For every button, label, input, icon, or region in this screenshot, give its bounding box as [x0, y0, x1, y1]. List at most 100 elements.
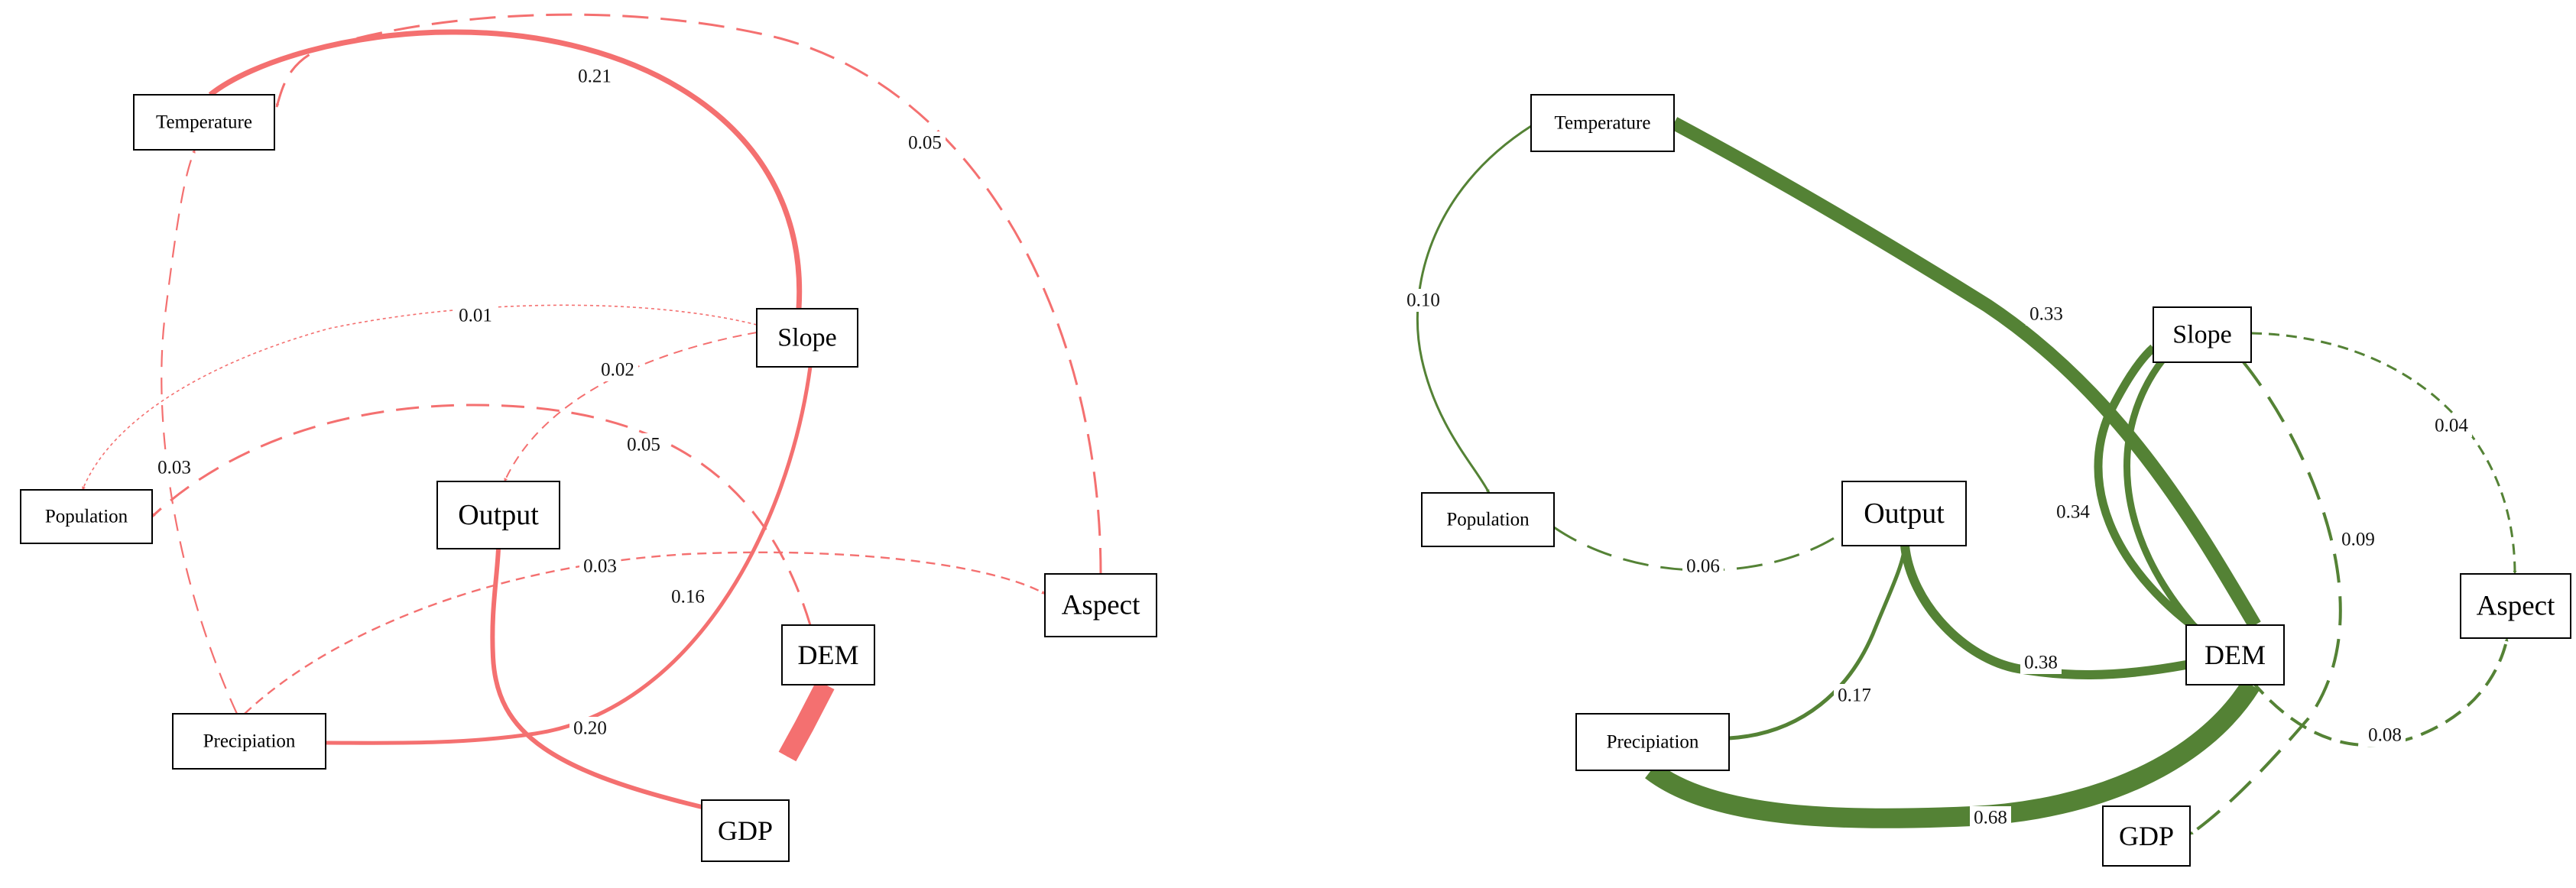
svg-text:0.09: 0.09 — [2341, 530, 2375, 550]
edge-line — [1728, 545, 1907, 741]
edge-line — [161, 149, 238, 715]
edge-line — [2123, 357, 2205, 637]
edge-value-label: 0.20 — [569, 717, 611, 740]
edge-line — [1900, 545, 2188, 680]
node-box — [2102, 805, 2191, 867]
node-box — [1841, 481, 1967, 546]
node-label: Slope — [2172, 321, 2231, 349]
edge-line — [504, 332, 758, 482]
edge-labels-layer: 0.21 0.05 0.01 0.02 0.05 0.03 0.03 0.16 0.20 0.10… — [154, 65, 2472, 829]
left-node-precipitation: Precipiation — [172, 713, 326, 770]
left-node-aspect: Aspect — [1044, 573, 1157, 637]
edge-value-label: 0.03 — [579, 555, 621, 578]
node-label: GDP — [718, 815, 773, 846]
right-edge-slope-aspect — [2250, 332, 2517, 575]
edge-line — [2250, 332, 2517, 575]
svg-text:0.16: 0.16 — [671, 587, 705, 608]
edges-layer — [82, 13, 2517, 836]
right-edge-slope-dem — [2123, 357, 2205, 637]
right-node-slope: Slope — [2153, 306, 2252, 363]
edge-value-label: 0.05 — [623, 433, 664, 456]
node-box — [2185, 624, 2285, 685]
edge-line — [275, 13, 1102, 575]
node-label: Population — [1446, 510, 1530, 530]
node-box — [172, 713, 326, 770]
svg-text:0.21: 0.21 — [578, 66, 612, 87]
left-node-dem: DEM — [781, 624, 875, 685]
edge-line — [490, 548, 715, 812]
left-edge-gdp-output — [490, 548, 715, 812]
left-node-output: Output — [436, 481, 560, 549]
svg-text:0.06: 0.06 — [1686, 556, 1720, 577]
edge-value-label: 0.34 — [2052, 501, 2094, 523]
right-node-aspect: Aspect — [2460, 573, 2571, 639]
node-label: Temperature — [156, 112, 252, 133]
svg-text:0.02: 0.02 — [601, 360, 634, 381]
left-node-temperature: Temperature — [133, 94, 275, 151]
svg-text:0.20: 0.20 — [573, 718, 607, 739]
node-label: Precipiation — [1607, 732, 1699, 753]
svg-text:0.10: 0.10 — [1406, 290, 1440, 311]
right-edge-slope-gdp — [2188, 361, 2342, 836]
edge-value-label: 0.10 — [1403, 289, 1444, 312]
edge-line — [2094, 344, 2203, 635]
left-edge-dem-population — [151, 403, 812, 626]
edge-value-label: 0.08 — [2364, 724, 2406, 747]
svg-text:0.04: 0.04 — [2435, 416, 2468, 436]
svg-text:0.05: 0.05 — [908, 133, 942, 154]
left-node-gdp: GDP — [701, 799, 790, 862]
node-box — [781, 624, 875, 685]
node-box — [20, 489, 153, 544]
node-box — [1530, 94, 1675, 152]
left-edge-slope-output — [504, 332, 758, 482]
edge-value-label: 0.16 — [667, 585, 709, 608]
edge-value-label: 0.05 — [904, 131, 946, 154]
edge-value-label: 0.21 — [574, 65, 615, 88]
edge-value-label: 0.09 — [2338, 528, 2379, 551]
left-edge-slope-population — [82, 304, 758, 491]
node-label: GDP — [2119, 821, 2174, 851]
edge-value-label: 0.01 — [455, 304, 496, 327]
right-edge-dem-slope — [2094, 344, 2203, 635]
svg-text:0.33: 0.33 — [2029, 304, 2063, 325]
left-diagram — [82, 13, 1102, 812]
left-edge-precipitation-temperature — [161, 149, 238, 715]
edge-line — [244, 551, 1046, 715]
left-edge-dem-gdp — [778, 680, 835, 762]
right-diagram — [1416, 117, 2517, 836]
node-label: DEM — [2205, 640, 2266, 670]
edge-line — [82, 304, 758, 491]
edge-line — [208, 29, 803, 310]
right-edge-dem-temperature — [1670, 117, 2261, 629]
edge-value-label: 0.17 — [1834, 684, 1875, 707]
svg-text:0.38: 0.38 — [2024, 653, 2058, 673]
right-node-precipitation: Precipiation — [1575, 713, 1730, 771]
left-node-population: Population — [20, 489, 153, 544]
node-label: Slope — [777, 324, 836, 352]
right-node-dem: DEM — [2185, 624, 2285, 685]
node-box — [436, 481, 560, 549]
node-box — [1421, 492, 1555, 547]
left-edge-slope-precipitation — [325, 366, 813, 745]
edge-value-label: 0.03 — [154, 456, 195, 479]
node-label: Aspect — [1062, 590, 1140, 621]
edge-line — [1645, 679, 2260, 828]
edge-line — [2250, 637, 2509, 747]
node-box — [1044, 573, 1157, 637]
right-edge-dem-output — [1900, 545, 2188, 680]
right-node-output: Output — [1841, 481, 1967, 546]
node-box — [2153, 306, 2252, 363]
node-label: Output — [458, 499, 539, 531]
right-edge-temperature-population — [1416, 125, 1532, 494]
left-node-slope: Slope — [756, 308, 858, 368]
left-edge-slope-temperature — [208, 29, 803, 310]
svg-text:0.68: 0.68 — [1974, 808, 2007, 828]
edge-value-label: 0.06 — [1682, 555, 1724, 578]
left-edge-precipitation-aspect — [244, 551, 1046, 715]
edge-line — [2188, 361, 2342, 836]
svg-text:0.03: 0.03 — [157, 458, 191, 478]
node-label: Precipiation — [203, 731, 296, 752]
node-label: Population — [45, 507, 128, 527]
